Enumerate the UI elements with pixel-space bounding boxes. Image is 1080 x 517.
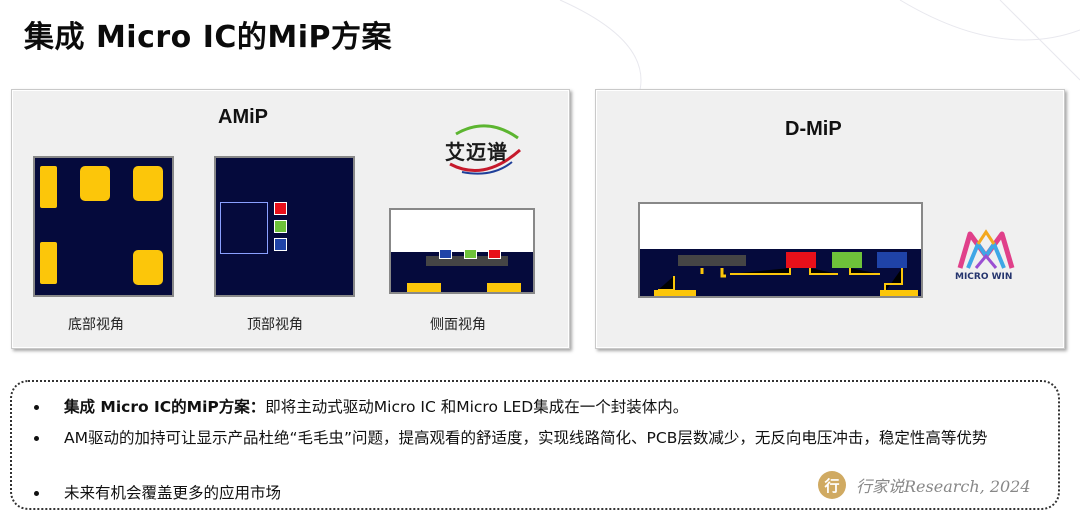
- ic-die: [426, 256, 508, 266]
- pad: [654, 290, 696, 296]
- aimaipu-logo: 艾迈谱: [442, 120, 524, 178]
- aimaipu-swoosh-icon: [449, 124, 521, 175]
- ic-die: [678, 255, 746, 266]
- summary-bullets: 集成 Micro IC的MiP方案：即将主动式驱动Micro IC 和Micro…: [10, 380, 1060, 510]
- microwin-logo-text: MICRO WIN: [955, 272, 1013, 282]
- ic-outline: [220, 202, 268, 254]
- pad: [80, 166, 110, 201]
- led-green: [464, 249, 477, 259]
- amip-side-view: [389, 208, 535, 294]
- aimaipu-logo-text: 艾迈谱: [445, 140, 508, 164]
- amip-title: AMiP: [218, 106, 268, 128]
- amip-panel: AMiP 艾迈谱 底部视角 顶部视角 侧面视角: [11, 89, 570, 349]
- bullet-text: AM驱动的加持可让显示产品杜绝“毛毛虫”问题，提高观看的舒适度，实现线路简化、P…: [64, 429, 988, 447]
- pad: [40, 242, 57, 284]
- bullet-item: 集成 Micro IC的MiP方案：即将主动式驱动Micro IC 和Micro…: [34, 396, 1024, 418]
- led-red: [274, 202, 287, 215]
- dmip-title: D-MiP: [785, 118, 842, 140]
- bullet-lead: 集成 Micro IC的MiP方案：: [64, 398, 266, 416]
- watermark: 行 行家说Research, 2024: [818, 470, 1031, 500]
- bullet-text: 即将主动式驱动Micro IC 和Micro LED集成在一个封装体内。: [265, 398, 689, 416]
- caption-top-view: 顶部视角: [247, 317, 303, 333]
- pad: [40, 166, 57, 208]
- pad: [133, 250, 163, 285]
- bullet-dot: [34, 491, 39, 496]
- led-red: [786, 252, 816, 268]
- amip-top-view-chip: [214, 156, 355, 297]
- led-red: [488, 249, 501, 259]
- led-blue: [877, 252, 907, 268]
- pad: [880, 290, 918, 296]
- microwin-logo: MICRO WIN: [954, 228, 1018, 288]
- led-blue: [439, 249, 452, 259]
- microwin-m-icon: [957, 229, 1015, 269]
- pad: [487, 283, 521, 292]
- caption-side-view: 侧面视角: [430, 317, 486, 333]
- caption-bottom-view: 底部视角: [68, 317, 124, 333]
- bullet-dot: [34, 405, 39, 410]
- bullet-item: 未来有机会覆盖更多的应用市场: [34, 482, 1024, 504]
- pad: [133, 166, 163, 201]
- led-blue: [274, 238, 287, 251]
- dmip-side-view: [638, 202, 923, 298]
- dmip-panel: D-MiP MICRO WIN: [595, 89, 1065, 349]
- watermark-text: 行家说Research, 2024: [856, 477, 1031, 496]
- amip-bottom-view-chip: [33, 156, 174, 297]
- page-title: 集成 Micro IC的MiP方案: [24, 20, 393, 55]
- led-green: [832, 252, 862, 268]
- led-green: [274, 220, 287, 233]
- bullet-item: AM驱动的加持可让显示产品杜绝“毛毛虫”问题，提高观看的舒适度，实现线路简化、P…: [34, 427, 1024, 449]
- wiring-traces: [658, 268, 903, 292]
- bullet-text: 未来有机会覆盖更多的应用市场: [64, 484, 282, 502]
- watermark-icon: 行: [818, 471, 846, 499]
- pad: [407, 283, 441, 292]
- bullet-dot: [34, 436, 39, 441]
